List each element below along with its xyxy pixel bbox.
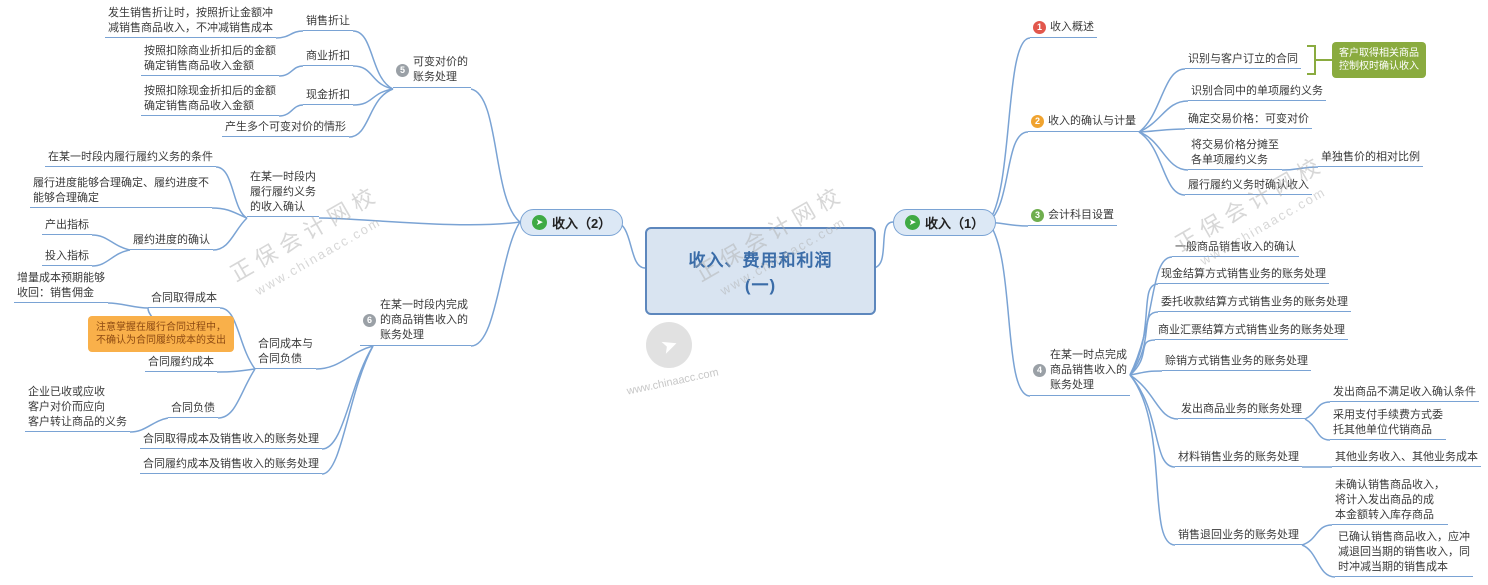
node-cash-settlement: 现金结算方式销售业务的账务处理: [1158, 267, 1329, 284]
badge-4-icon: 4: [1033, 364, 1046, 377]
note-return-recognized: 已确认销售商品收入，应冲 减退回当期的销售收入，同 时冲减当期的销售成本: [1335, 530, 1473, 577]
node-cash-discount: 现金折扣: [303, 88, 353, 105]
node-label: 可变对价的 账务处理: [413, 56, 468, 83]
node-label: 在某一时点完成 商品销售收入的 账务处理: [1050, 349, 1127, 391]
note-contract-liability-desc: 企业已收或应收 客户对价而应向 客户转让商品的义务: [25, 385, 130, 432]
note-incremental-cost: 增量成本预期能够 收回：销售佣金: [14, 271, 108, 303]
badge-3-icon: 3: [1031, 209, 1044, 222]
topic-income-1-label: 收入（1）: [925, 216, 985, 231]
node-trade-discount: 商业折扣: [303, 49, 353, 66]
node-sales-return: 销售退回业务的账务处理: [1175, 528, 1302, 545]
note-sales-allowance-desc: 发生销售折让时，按照折让金额冲 减销售商品收入，不冲减销售成本: [105, 6, 276, 38]
node-contract-acquisition-cost: 合同取得成本: [148, 291, 220, 308]
node-allocate-price: 将交易价格分摊至 各单项履约义务: [1188, 138, 1282, 170]
badge-1-icon: 1: [1033, 21, 1046, 34]
node-account-setup: 3 会计科目设置: [1028, 208, 1117, 226]
node-standalone-price-ratio: 单独售价的相对比例: [1318, 150, 1423, 167]
node-over-time-conditions: 在某一时段内履行履约义务的条件: [45, 150, 216, 167]
node-recognize-on-fulfillment: 履行履约义务时确认收入: [1185, 178, 1312, 195]
badge-2-icon: 2: [1031, 115, 1044, 128]
topic-income-1: ➤ 收入（1）: [893, 209, 997, 236]
node-acquisition-cost-accounting: 合同取得成本及销售收入的账务处理: [140, 432, 322, 449]
node-collection-settlement: 委托收款结算方式销售业务的账务处理: [1158, 295, 1351, 312]
node-over-time-sales-accounting: 6 在某一时段内完成 的商品销售收入的 账务处理: [360, 298, 471, 346]
callout-control-transfer: 客户取得相关商品 控制权时确认收入: [1332, 42, 1426, 78]
node-contract-liability: 合同负债: [168, 401, 218, 418]
branch-icon: ➤: [905, 215, 920, 230]
node-dispatch-not-meeting-criteria: 发出商品不满足收入确认条件: [1330, 385, 1479, 402]
node-revenue-recognition-measurement: 2 收入的确认与计量: [1028, 114, 1139, 132]
node-credit-sales: 赊销方式销售业务的账务处理: [1162, 354, 1311, 371]
node-over-time-revenue-recognition: 在某一时段内 履行履约义务 的收入确认: [247, 170, 319, 217]
node-identify-contract: 识别与客户订立的合同: [1185, 52, 1301, 69]
node-progress-determinable: 履行进度能够合理确定、履约进度不 能够合理确定: [30, 176, 212, 208]
topic-income-2-label: 收入（2）: [552, 216, 612, 231]
note-cash-discount-desc: 按照扣除现金折扣后的金额 确定销售商品收入金额: [141, 84, 279, 116]
badge-6-icon: 6: [363, 314, 376, 327]
callout-contract-cost-warning: 注意掌握在履行合同过程中， 不确认为合同履约成本的支出: [88, 316, 234, 352]
node-material-sales: 材料销售业务的账务处理: [1175, 450, 1302, 467]
node-commercial-draft: 商业汇票结算方式销售业务的账务处理: [1155, 323, 1348, 340]
badge-5-icon: 5: [396, 63, 409, 77]
watermark-site: www.chinaacc.com: [252, 213, 384, 299]
node-transaction-price: 确定交易价格：可变对价: [1185, 112, 1312, 129]
node-contract-fulfillment-cost: 合同履约成本: [145, 355, 217, 372]
note-return-unrecognized: 未确认销售商品收入， 将计入发出商品的成 本金额转入库存商品: [1332, 478, 1448, 525]
node-contract-cost-liability: 合同成本与 合同负债: [255, 337, 316, 369]
node-label: 会计科目设置: [1048, 209, 1114, 221]
node-output-indicator: 产出指标: [42, 218, 92, 235]
node-progress-recognition: 履约进度的确认: [130, 233, 213, 250]
node-fulfillment-cost-accounting: 合同履约成本及销售收入的账务处理: [140, 457, 322, 474]
node-revenue-overview: 1 收入概述: [1030, 20, 1097, 38]
node-goods-dispatched: 发出商品业务的账务处理: [1178, 402, 1305, 419]
node-identify-performance-obligations: 识别合同中的单项履约义务: [1188, 84, 1326, 101]
topic-income-2: ➤ 收入（2）: [520, 209, 624, 236]
watermark-logo-site: www.chinaacc.com: [625, 366, 720, 398]
node-label: 收入概述: [1050, 21, 1094, 33]
note-trade-discount-desc: 按照扣除商业折扣后的金额 确定销售商品收入金额: [141, 44, 279, 76]
node-input-indicator: 投入指标: [42, 249, 92, 266]
central-topic: 收入、费用和利润 (一): [645, 227, 876, 315]
node-general-sales-recognition: 一般商品销售收入的确认: [1172, 240, 1299, 257]
central-topic-subtitle: (一): [744, 276, 777, 295]
branch-icon: ➤: [532, 215, 547, 230]
node-variable-consideration-accounting: 5 可变对价的 账务处理: [393, 55, 471, 88]
watermark-logo-icon: ➤: [646, 322, 692, 368]
green-bracket: [1307, 45, 1332, 75]
node-point-in-time-accounting: 4 在某一时点完成 商品销售收入的 账务处理: [1030, 348, 1130, 396]
node-label: 在某一时段内完成 的商品销售收入的 账务处理: [380, 299, 468, 341]
central-topic-title: 收入、费用和利润: [688, 251, 833, 270]
node-sales-allowance: 销售折让: [303, 14, 353, 31]
node-consignment-fee: 采用支付手续费方式委 托其他单位代销商品: [1330, 408, 1446, 440]
node-multiple-variable-consideration: 产生多个可变对价的情形: [222, 120, 349, 137]
node-label: 收入的确认与计量: [1048, 115, 1136, 127]
node-other-business-income: 其他业务收入、其他业务成本: [1332, 450, 1481, 467]
